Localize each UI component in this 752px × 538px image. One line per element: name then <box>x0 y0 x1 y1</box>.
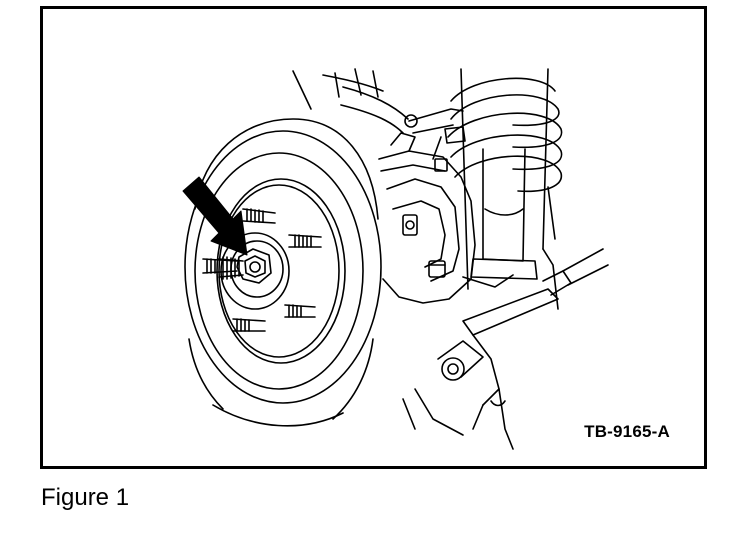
wheel-studs <box>203 209 321 331</box>
wheel-hub <box>219 233 289 309</box>
suspension-arm <box>293 69 463 133</box>
arrow-pointer-icon <box>183 177 247 255</box>
brake-rotor <box>185 119 381 426</box>
lower-control-arm <box>403 249 608 449</box>
coil-spring-strut <box>448 69 562 309</box>
part-code-label: TB-9165-A <box>584 422 670 441</box>
brake-caliper <box>379 127 513 303</box>
wheel-hub-illustration <box>43 9 704 466</box>
figure-frame: TB-9165-A <box>40 6 707 469</box>
figure-caption: Figure 1 <box>41 484 130 511</box>
